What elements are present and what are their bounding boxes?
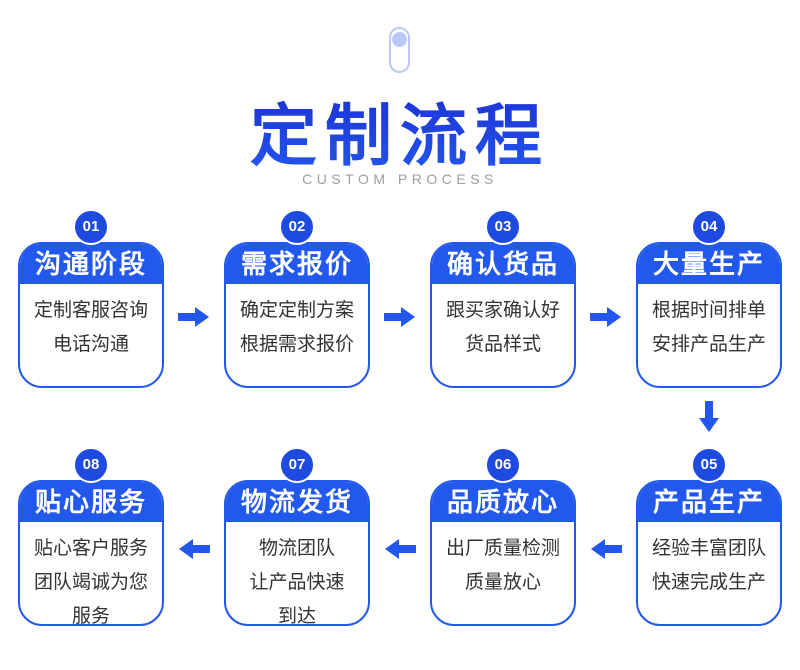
step-card-box: 物流发货 物流团队 让产品快速 到达 [224, 480, 370, 626]
step-card-box: 贴心服务 贴心客户服务 团队竭诚为您 服务 [18, 480, 164, 626]
step-card-box: 品质放心 出厂质量检测 质量放心 [430, 480, 576, 626]
description-line: 服务 [71, 606, 110, 626]
page-subtitle: CUSTOM PROCESS [302, 171, 498, 187]
scroll-pill-dot-icon [392, 32, 407, 47]
step-title: 产品生产 [638, 482, 780, 522]
description-line: 经验丰富团队 [651, 538, 766, 559]
arrow-left-icon [590, 538, 622, 560]
description-line: 让产品快速 [249, 572, 345, 593]
step-card-box: 大量生产 根据时间排单 安排产品生产 [636, 242, 782, 388]
step-title: 大量生产 [638, 244, 780, 284]
step-card-6: 06 品质放心 出厂质量检测 质量放心 [430, 447, 576, 626]
step-description: 跟买家确认好 货品样式 [432, 284, 574, 362]
step-number-badge: 04 [691, 209, 727, 245]
step-description: 物流团队 让产品快速 到达 [226, 522, 368, 626]
description-line: 出厂质量检测 [445, 538, 560, 559]
step-description: 根据时间排单 安排产品生产 [638, 284, 780, 362]
description-line: 团队竭诚为您 [33, 572, 148, 593]
step-title: 确认货品 [432, 244, 574, 284]
description-line: 电话沟通 [52, 334, 129, 355]
step-number-badge: 07 [279, 447, 315, 483]
arrow-left-icon [178, 538, 210, 560]
step-card-box: 产品生产 经验丰富团队 快速完成生产 [636, 480, 782, 626]
step-description: 贴心客户服务 团队竭诚为您 服务 [20, 522, 162, 626]
step-number-badge: 02 [279, 209, 315, 245]
description-line: 贴心客户服务 [33, 538, 148, 559]
step-description: 出厂质量检测 质量放心 [432, 522, 574, 600]
step-card-7: 07 物流发货 物流团队 让产品快速 到达 [224, 447, 370, 626]
arrow-right-icon [590, 306, 622, 328]
arrow-down-icon [693, 401, 725, 432]
step-description: 经验丰富团队 快速完成生产 [638, 522, 780, 600]
description-line: 根据时间排单 [651, 300, 766, 321]
description-line: 根据需求报价 [239, 334, 354, 355]
arrow-left-icon [384, 538, 416, 560]
step-card-4: 04 大量生产 根据时间排单 安排产品生产 [636, 209, 782, 388]
description-line: 定制客服咨询 [33, 300, 148, 321]
arrow-right-icon [178, 306, 210, 328]
scroll-pill-icon [389, 27, 410, 73]
step-card-8: 08 贴心服务 贴心客户服务 团队竭诚为您 服务 [18, 447, 164, 626]
step-number-badge: 08 [73, 447, 109, 483]
description-line: 物流团队 [258, 538, 335, 559]
step-card-3: 03 确认货品 跟买家确认好 货品样式 [430, 209, 576, 388]
step-card-1: 01 沟通阶段 定制客服咨询 电话沟通 [18, 209, 164, 388]
step-title: 需求报价 [226, 244, 368, 284]
step-number-badge: 06 [485, 447, 521, 483]
step-description: 定制客服咨询 电话沟通 [20, 284, 162, 362]
step-card-box: 确认货品 跟买家确认好 货品样式 [430, 242, 576, 388]
step-number-badge: 03 [485, 209, 521, 245]
description-line: 跟买家确认好 [445, 300, 560, 321]
step-title: 贴心服务 [20, 482, 162, 522]
step-card-2: 02 需求报价 确定定制方案 根据需求报价 [224, 209, 370, 388]
description-line: 质量放心 [464, 572, 541, 593]
step-title: 沟通阶段 [20, 244, 162, 284]
description-line: 确定定制方案 [239, 300, 354, 321]
description-line: 货品样式 [464, 334, 541, 355]
step-card-5: 05 产品生产 经验丰富团队 快速完成生产 [636, 447, 782, 626]
step-title: 物流发货 [226, 482, 368, 522]
arrow-right-icon [384, 306, 416, 328]
step-card-box: 沟通阶段 定制客服咨询 电话沟通 [18, 242, 164, 388]
description-line: 安排产品生产 [651, 334, 766, 355]
step-number-badge: 01 [73, 209, 109, 245]
description-line: 快速完成生产 [651, 572, 766, 593]
step-title: 品质放心 [432, 482, 574, 522]
step-description: 确定定制方案 根据需求报价 [226, 284, 368, 362]
description-line: 到达 [277, 606, 316, 626]
step-number-badge: 05 [691, 447, 727, 483]
page-title: 定制流程 [0, 82, 800, 179]
step-card-box: 需求报价 确定定制方案 根据需求报价 [224, 242, 370, 388]
